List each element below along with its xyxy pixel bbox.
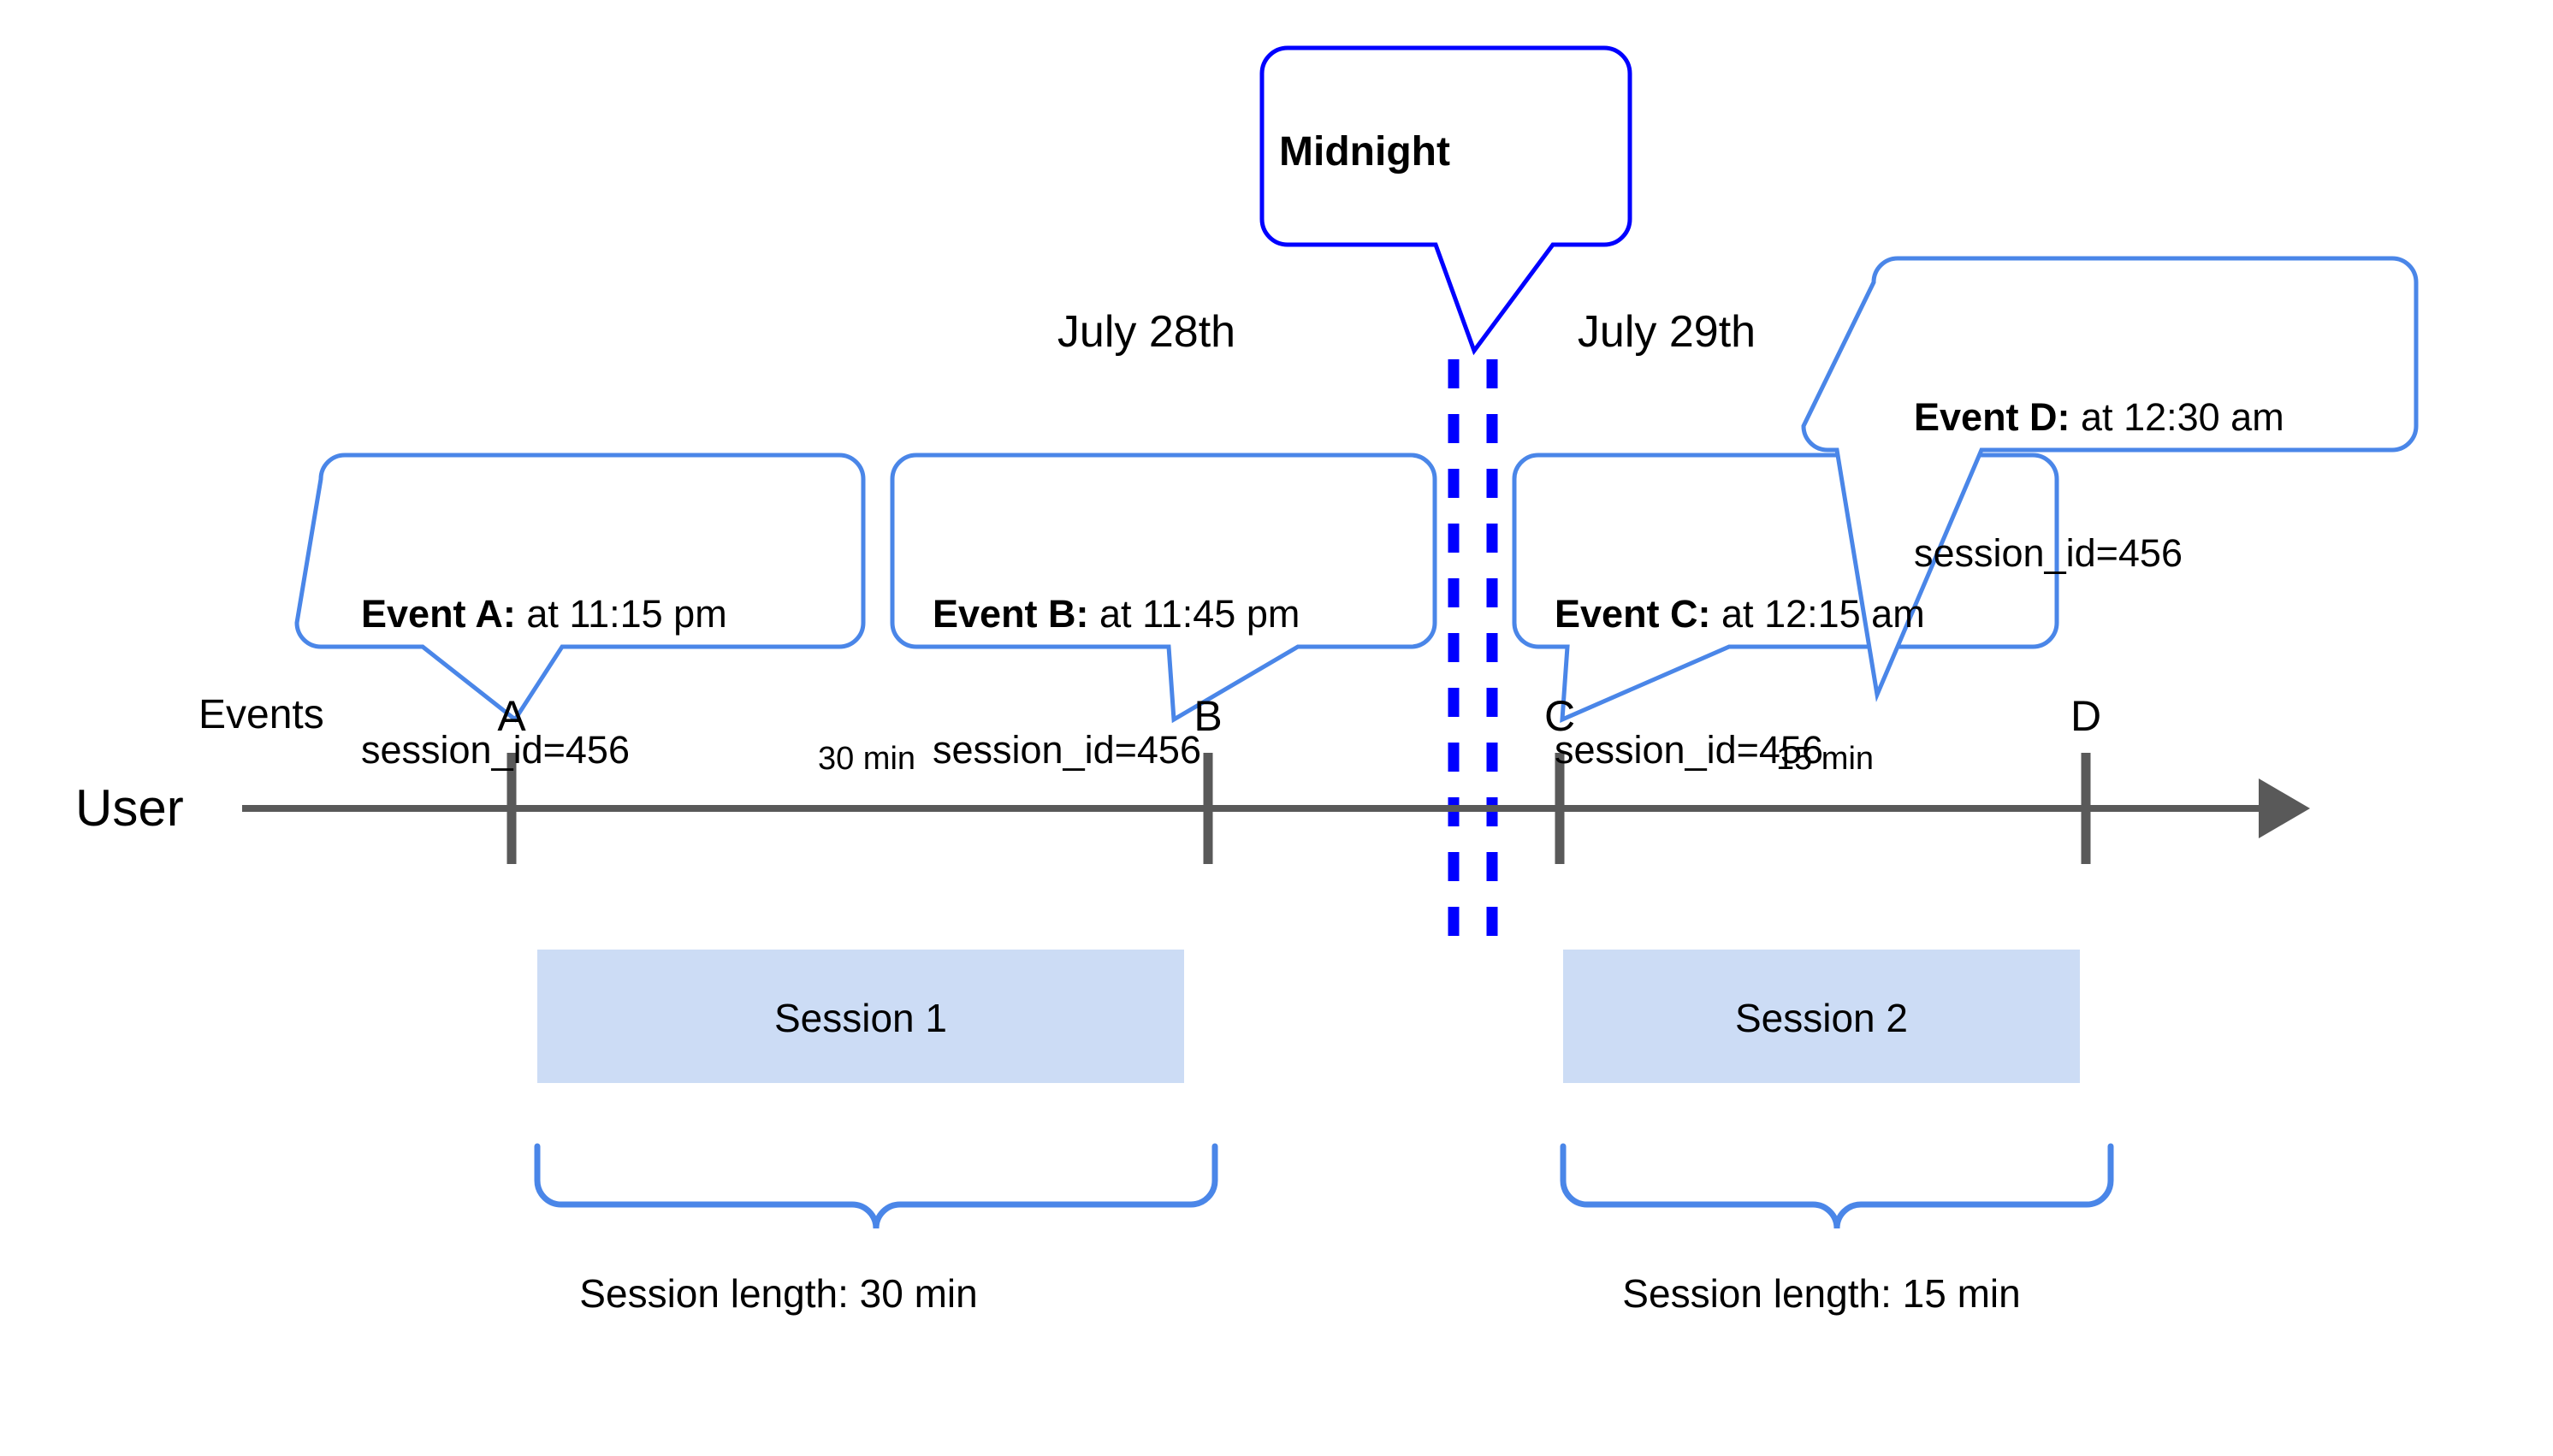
- lane-label-user: User: [75, 779, 184, 837]
- session-box-1: [537, 950, 1184, 1083]
- event-callout-b-shape: [890, 453, 1437, 724]
- date-label-july-29: July 29th: [1577, 307, 1756, 357]
- event-b-time: at 11:45 pm: [1088, 592, 1300, 636]
- event-callout-d-shape: [1801, 256, 2419, 702]
- tick-letter-c: C: [1543, 692, 1576, 740]
- event-c-title: Event C:: [1555, 592, 1711, 636]
- event-d-title: Event D:: [1914, 395, 2070, 440]
- event-callout-a-shape: [294, 453, 866, 723]
- midnight-callout-label: Midnight: [1279, 129, 1450, 175]
- midnight-divider-group: [1448, 359, 1498, 937]
- session-box-2: [1563, 950, 2080, 1083]
- event-callout-a-text: Event A: at 11:15 pm session_id=456: [361, 500, 727, 864]
- session-length-label-2: Session length: 15 min: [1622, 1271, 2021, 1316]
- session-boxes-group: [537, 950, 2080, 1083]
- date-label-july-28: July 28th: [1057, 307, 1236, 357]
- event-b-detail: session_id=456: [933, 728, 1201, 772]
- session-brace-2: [1560, 1143, 2114, 1229]
- event-callout-c-text: Event C: at 12:15 am session_id=456: [1555, 500, 1925, 864]
- session-brace-1: [534, 1143, 1218, 1229]
- duration-label-30min: 30 min: [817, 741, 916, 777]
- tick-letter-b: B: [1194, 692, 1223, 740]
- event-c-time: at 12:15 am: [1710, 592, 1925, 636]
- event-a-time: at 11:15 pm: [515, 592, 727, 636]
- event-b-title: Event B:: [933, 592, 1089, 636]
- session-box-label-2: Session 2: [1734, 996, 1909, 1040]
- duration-label-15min: 15 min: [1775, 741, 1875, 777]
- event-d-detail: session_id=456: [1914, 531, 2183, 576]
- timeline-axis-group: [242, 778, 2310, 838]
- session-length-label-1: Session length: 30 min: [579, 1271, 978, 1316]
- event-callout-d-text: Event D: at 12:30 am session_id=456: [1914, 304, 2284, 667]
- session-box-label-1: Session 1: [773, 996, 948, 1040]
- timeline-ticks-group: [506, 753, 2091, 864]
- timeline-arrowhead: [2259, 778, 2310, 838]
- event-a-detail: session_id=456: [361, 728, 630, 772]
- tick-letter-d: D: [2070, 692, 2102, 740]
- event-c-detail: session_id=456: [1555, 728, 1823, 772]
- lane-label-events: Events: [198, 692, 324, 737]
- event-callout-b-text: Event B: at 11:45 pm session_id=456: [933, 500, 1300, 864]
- event-d-time: at 12:30 am: [2070, 395, 2284, 440]
- tick-letter-a: A: [497, 692, 526, 740]
- event-a-title: Event A:: [361, 592, 516, 636]
- midnight-callout-shape: [1259, 45, 1632, 356]
